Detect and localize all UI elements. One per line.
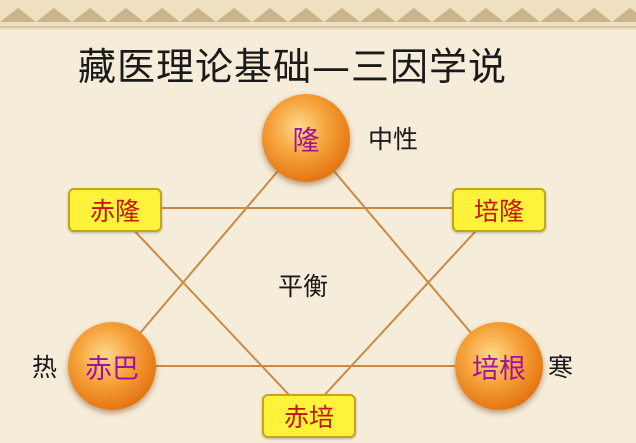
line-jiang-chiba — [111, 137, 307, 367]
node-peigen: 培根 — [455, 322, 543, 410]
page-title: 藏医理论基础—三因学说 — [78, 45, 508, 89]
line-jiang-peigen — [305, 137, 500, 367]
pattern-icon — [0, 0, 636, 30]
line-peijiang-chipei — [306, 207, 498, 415]
line-chijiang-chipei — [112, 207, 308, 415]
node-peijiang: 培隆 — [452, 188, 546, 232]
node-chiba: 赤巴 — [68, 322, 156, 410]
label-balance: 平衡 — [278, 272, 329, 301]
label-hot: 热 — [32, 353, 58, 382]
node-chipei: 赤培 — [262, 394, 356, 438]
label-neutral: 中性 — [368, 125, 419, 154]
node-jiang: 隆 — [262, 94, 350, 182]
decorative-border — [0, 0, 636, 30]
label-cold: 寒 — [548, 353, 574, 382]
node-chijiang: 赤隆 — [68, 188, 162, 232]
